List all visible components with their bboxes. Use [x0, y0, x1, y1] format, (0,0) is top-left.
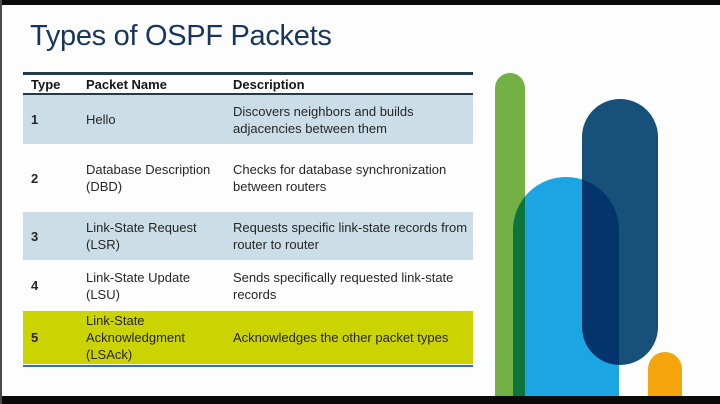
- table-row: 3 Link-State Request (LSR) Requests spec…: [23, 212, 473, 260]
- table-bottom-border: [23, 365, 473, 367]
- page-title: Types of OSPF Packets: [30, 20, 332, 52]
- table-row-highlighted: 5 Link-State Acknowledgment (LSAck) Ackn…: [23, 311, 473, 364]
- cell-type: 2: [31, 170, 39, 186]
- cell-description: Acknowledges the other packet types: [233, 330, 449, 345]
- column-header-description: Description: [233, 76, 305, 92]
- letterbox-top-bar: [0, 0, 720, 5]
- cell-packet-name: Link-State Update (LSU): [86, 269, 191, 302]
- cell-packet-name: Hello: [86, 112, 116, 127]
- cell-type: 1: [31, 112, 39, 127]
- cell-packet-name: Database Description (DBD): [86, 162, 211, 194]
- cell-description: Checks for database synchronization betw…: [233, 162, 447, 194]
- column-header-type: Type: [31, 76, 61, 92]
- letterbox-bottom-bar: [0, 396, 720, 404]
- decor-bar-orange: [648, 352, 682, 397]
- cell-description: Requests specific link-state records fro…: [233, 220, 468, 252]
- table-header-row: Type Packet Name Description: [23, 72, 473, 95]
- ospf-packet-types-table: Type Packet Name Description 1 Hello Dis…: [23, 72, 473, 367]
- decor-bar-blue: [513, 177, 619, 397]
- table-row: 1 Hello Discovers neighbors and builds a…: [23, 95, 473, 144]
- letterbox-left-edge: [0, 0, 2, 404]
- cell-packet-name: Link-State Acknowledgment (LSAck): [86, 313, 185, 362]
- table-row: 2 Database Description (DBD) Checks for …: [23, 144, 473, 212]
- table-row: 4 Link-State Update (LSU) Sends specific…: [23, 260, 473, 311]
- cell-type: 4: [31, 278, 39, 293]
- column-header-packet-name: Packet Name: [86, 76, 167, 92]
- cell-description: Sends specifically requested link-state …: [233, 269, 454, 302]
- cell-packet-name: Link-State Request (LSR): [86, 220, 197, 252]
- cell-type: 5: [31, 330, 39, 345]
- cell-description: Discovers neighbors and builds adjacenci…: [233, 103, 414, 136]
- cell-type: 3: [31, 228, 39, 244]
